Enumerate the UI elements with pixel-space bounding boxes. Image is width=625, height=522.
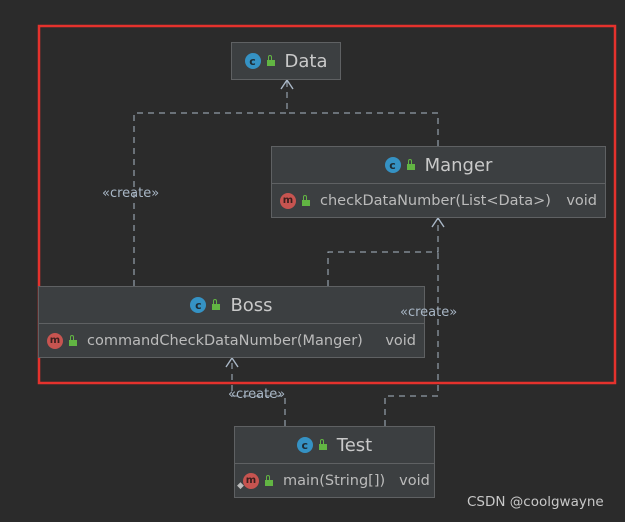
method-icon: m	[47, 332, 63, 349]
class-boss-header: c Boss	[39, 287, 424, 324]
class-data-header: c Data	[232, 43, 340, 79]
public-visibility-icon	[302, 194, 310, 206]
class-boss-method[interactable]: m commandCheckDataNumber(Manger) void	[39, 324, 424, 357]
class-manger-method[interactable]: m checkDataNumber(List<Data>) void	[272, 184, 605, 217]
method-return-type: void	[385, 332, 416, 349]
method-return-type: void	[566, 192, 597, 209]
class-test-method[interactable]: m◆ main(String[]) void	[235, 464, 434, 497]
method-icon: m	[280, 192, 296, 209]
boss-arrowhead	[225, 356, 239, 368]
class-boss-name: Boss	[230, 294, 273, 316]
static-method-icon: m◆	[237, 472, 259, 491]
manger-to-data-dependency	[287, 112, 439, 146]
class-manger-header: c Manger	[272, 147, 605, 184]
public-visibility-icon	[265, 474, 273, 486]
class-test-header: c Test	[235, 427, 434, 464]
method-name: main(String[])	[283, 472, 386, 489]
highlight-frame	[37, 24, 617, 385]
boss-to-manger-dependency	[327, 218, 439, 286]
relation-label-boss-manger: «create»	[400, 305, 458, 320]
runnable-class-icon: c	[296, 437, 313, 453]
class-icon: c	[190, 297, 207, 313]
public-visibility-icon	[406, 159, 415, 170]
method-return-type: void	[399, 472, 430, 489]
manger-arrowhead	[431, 216, 445, 228]
static-marker-icon: ◆	[237, 480, 244, 491]
relation-label-test-boss: «create»	[228, 387, 286, 402]
watermark: CSDN @coolgwayne	[467, 494, 604, 510]
test-to-manger-dependency	[384, 252, 439, 426]
data-arrowhead	[280, 78, 294, 90]
public-visibility-icon	[266, 55, 275, 66]
method-name: checkDataNumber(List<Data>)	[320, 192, 551, 209]
class-manger-name: Manger	[424, 154, 493, 176]
class-manger[interactable]: c Manger m checkDataNumber(List<Data>) v…	[271, 146, 606, 218]
class-data-name: Data	[284, 50, 328, 72]
class-test-name: Test	[336, 434, 373, 456]
method-name: commandCheckDataNumber(Manger)	[87, 332, 363, 349]
class-icon: c	[244, 53, 261, 69]
public-visibility-icon	[212, 299, 221, 310]
relation-label-manger-data: «create»	[102, 186, 160, 201]
class-boss[interactable]: c Boss m commandCheckDataNumber(Manger) …	[38, 286, 425, 358]
test-to-boss-dependency	[231, 358, 286, 426]
class-icon: c	[384, 157, 401, 173]
class-data[interactable]: c Data	[231, 42, 341, 80]
public-visibility-icon	[69, 334, 77, 346]
boss-to-data-dependency	[133, 80, 288, 286]
class-test[interactable]: c Test m◆ main(String[]) void	[234, 426, 435, 498]
public-visibility-icon	[318, 439, 327, 450]
